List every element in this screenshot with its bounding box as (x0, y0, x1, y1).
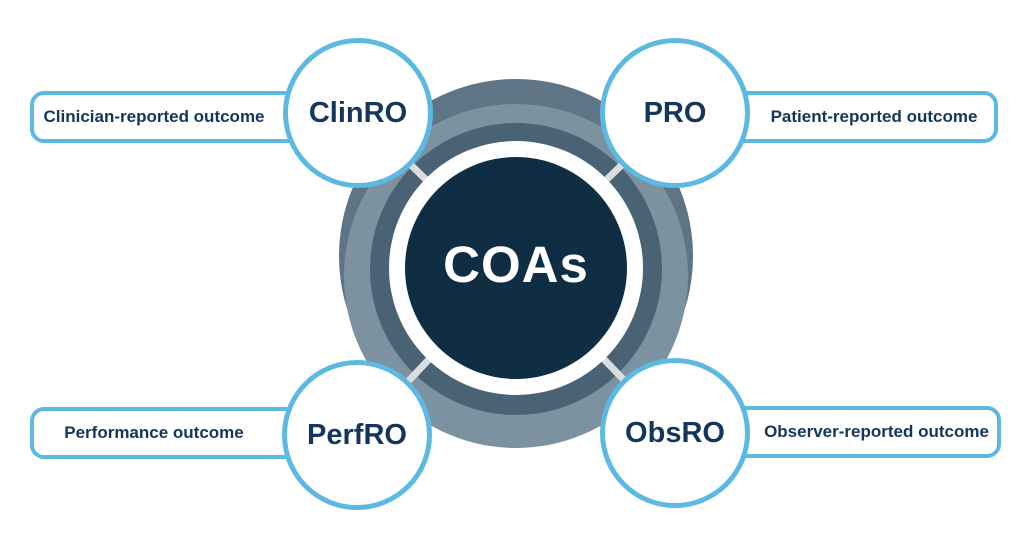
description-pill-pro: Patient-reported outcome (720, 91, 998, 143)
center-circle-label: COAs (443, 236, 589, 293)
description-label-clinro: Clinician-reported outcome (43, 107, 265, 126)
description-pill-perfro: Performance outcome (30, 407, 308, 459)
node-abbr-obsro: ObsRO (625, 416, 725, 449)
node-abbr-pro: PRO (643, 96, 707, 129)
description-pill-clinro: Clinician-reported outcome (30, 91, 308, 143)
node-circle-perfro: PerfRO (282, 360, 432, 510)
node-circle-obsro: ObsRO (600, 358, 750, 508)
node-abbr-perfro: PerfRO (307, 418, 407, 451)
description-label-pro: Patient-reported outcome (770, 107, 978, 126)
node-circle-pro: PRO (600, 38, 750, 188)
description-label-perfro: Performance outcome (64, 423, 244, 442)
description-label-obsro: Observer-reported outcome (764, 422, 989, 441)
center-disc (405, 157, 627, 379)
node-abbr-clinro: ClinRO (308, 96, 408, 129)
description-pill-obsro: Observer-reported outcome (722, 406, 1001, 458)
node-circle-clinro: ClinRO (283, 38, 433, 188)
